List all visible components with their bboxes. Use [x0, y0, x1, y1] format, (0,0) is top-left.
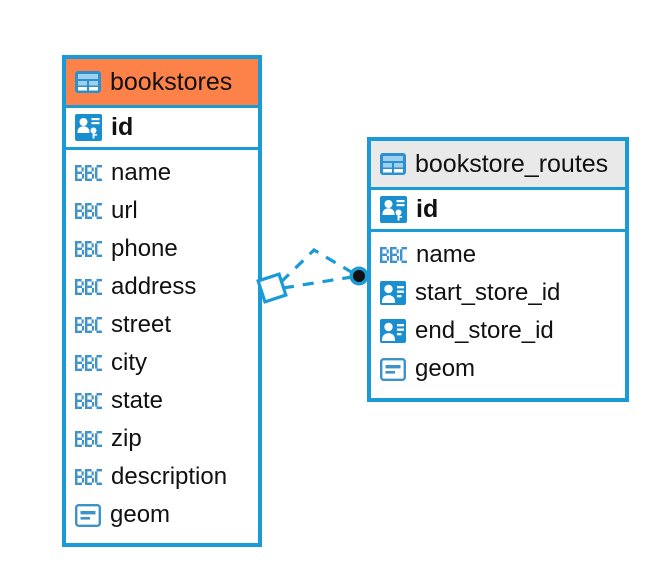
field-row-name[interactable]: name	[380, 236, 615, 274]
field-label: city	[111, 349, 147, 376]
field-row-zip[interactable]: zip	[75, 420, 248, 458]
field-row-name[interactable]: name	[75, 154, 248, 192]
field-label: zip	[111, 425, 142, 452]
entity-table-bookstores[interactable]: bookstores id	[62, 55, 262, 547]
field-row-geom[interactable]: geom	[380, 350, 615, 388]
abc-text-icon	[75, 165, 102, 181]
field-label: end_store_id	[415, 317, 554, 344]
abc-text-icon	[75, 203, 102, 219]
field-label: name	[416, 241, 477, 268]
field-row-description[interactable]: description	[75, 458, 248, 496]
relationship-diamond-endpoint	[256, 272, 288, 304]
abc-text-icon	[75, 279, 102, 295]
field-label: start_store_id	[415, 279, 561, 306]
table-grid-icon	[380, 153, 406, 175]
entity-header-bookstore-routes[interactable]: bookstore_routes	[371, 141, 625, 187]
relationship-circle-endpoint	[349, 266, 369, 286]
primary-key-row-bookstores[interactable]: id	[66, 105, 258, 150]
geometry-icon	[380, 357, 406, 381]
field-label: geom	[415, 355, 476, 382]
abc-text-icon	[75, 241, 102, 257]
field-row-street[interactable]: street	[75, 306, 248, 344]
field-row-url[interactable]: url	[75, 192, 248, 230]
abc-text-icon	[75, 393, 102, 409]
field-list-bookstore-routes: name start_store_id	[371, 232, 625, 393]
field-label: street	[111, 311, 172, 338]
foreign-key-icon	[380, 281, 406, 305]
abc-text-icon	[75, 469, 102, 485]
abc-text-icon	[380, 247, 407, 263]
field-label: phone	[111, 235, 178, 262]
field-label: name	[111, 159, 172, 186]
abc-text-icon	[75, 355, 102, 371]
geometry-icon	[75, 503, 101, 527]
primary-key-label-bookstores: id	[111, 113, 134, 141]
field-row-state[interactable]: state	[75, 382, 248, 420]
field-label: geom	[110, 501, 171, 528]
field-row-geom[interactable]: geom	[75, 496, 248, 534]
field-row-city[interactable]: city	[75, 344, 248, 382]
field-row-start-store-id[interactable]: start_store_id	[380, 274, 615, 312]
table-grid-icon	[75, 71, 101, 93]
field-row-address[interactable]: address	[75, 268, 248, 306]
entity-table-bookstore-routes[interactable]: bookstore_routes id	[367, 137, 629, 402]
field-row-phone[interactable]: phone	[75, 230, 248, 268]
primary-key-label-bookstore-routes: id	[416, 195, 439, 223]
field-label: url	[111, 197, 138, 224]
field-label: state	[111, 387, 164, 414]
field-label: address	[111, 273, 197, 300]
relationship-line-upper	[279, 248, 354, 284]
entity-title-bookstores: bookstores	[110, 67, 233, 96]
abc-text-icon	[75, 317, 102, 333]
field-list-bookstores: name url	[66, 150, 258, 539]
abc-text-icon	[75, 431, 102, 447]
foreign-key-icon	[380, 319, 406, 343]
field-row-end-store-id[interactable]: end_store_id	[380, 312, 615, 350]
relationship-line-lower	[282, 275, 353, 290]
primary-key-icon	[380, 196, 407, 223]
field-label: description	[111, 463, 228, 490]
primary-key-icon	[75, 114, 102, 141]
entity-title-bookstore-routes: bookstore_routes	[415, 149, 609, 178]
primary-key-row-bookstore-routes[interactable]: id	[371, 187, 625, 232]
entity-header-bookstores[interactable]: bookstores	[66, 59, 258, 105]
